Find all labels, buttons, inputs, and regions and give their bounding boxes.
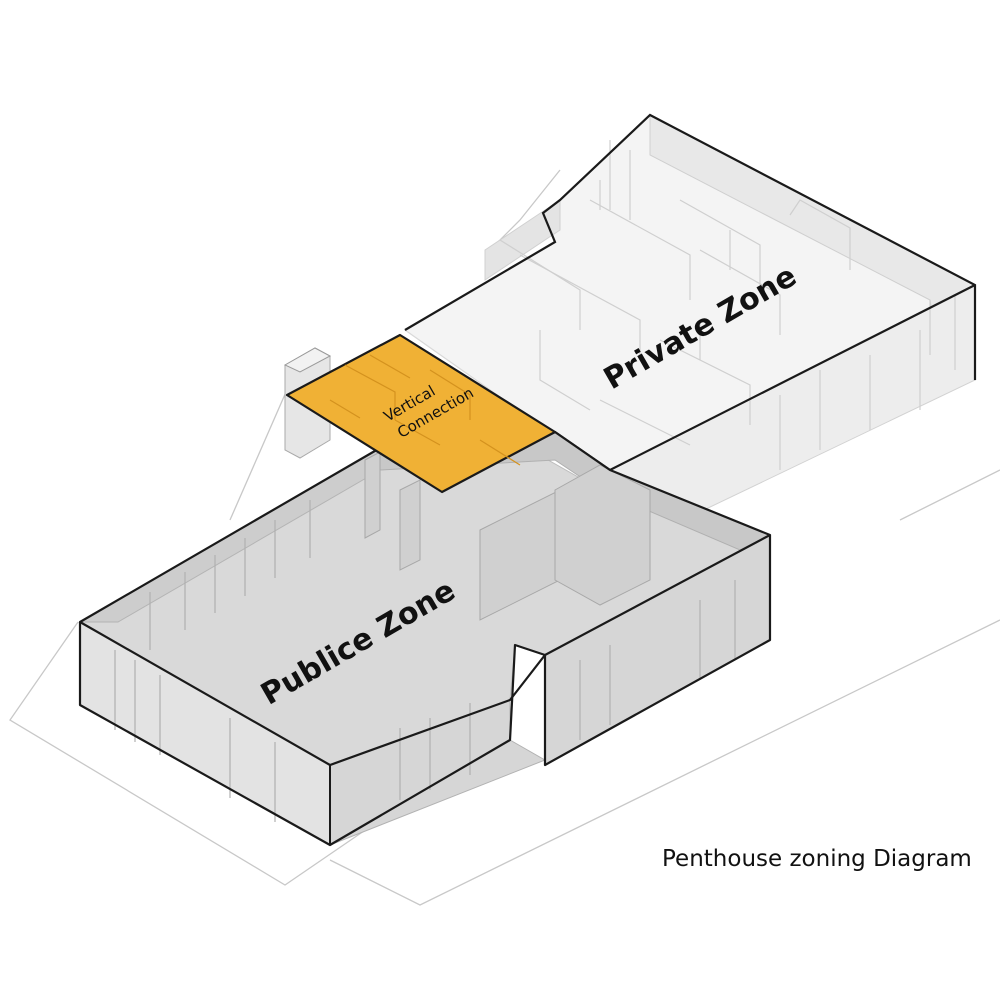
vertical-connection-zone: Vertical Connection (283, 333, 557, 494)
diagram-caption: Penthouse zoning Diagram (662, 846, 972, 872)
vertical-connection-slab (285, 333, 557, 494)
private-zone-left-wall (484, 199, 561, 281)
private-zone: Private Zone (403, 113, 977, 556)
private-zone-partitions (499, 140, 956, 470)
public-zone-interior (364, 451, 651, 621)
public-zone-windows (114, 500, 736, 822)
public-zone-top-edge (79, 534, 771, 767)
stair-tower-top (283, 347, 332, 373)
vertical-connection-details (329, 354, 521, 466)
public-zone: Publice Zone (78, 429, 772, 847)
